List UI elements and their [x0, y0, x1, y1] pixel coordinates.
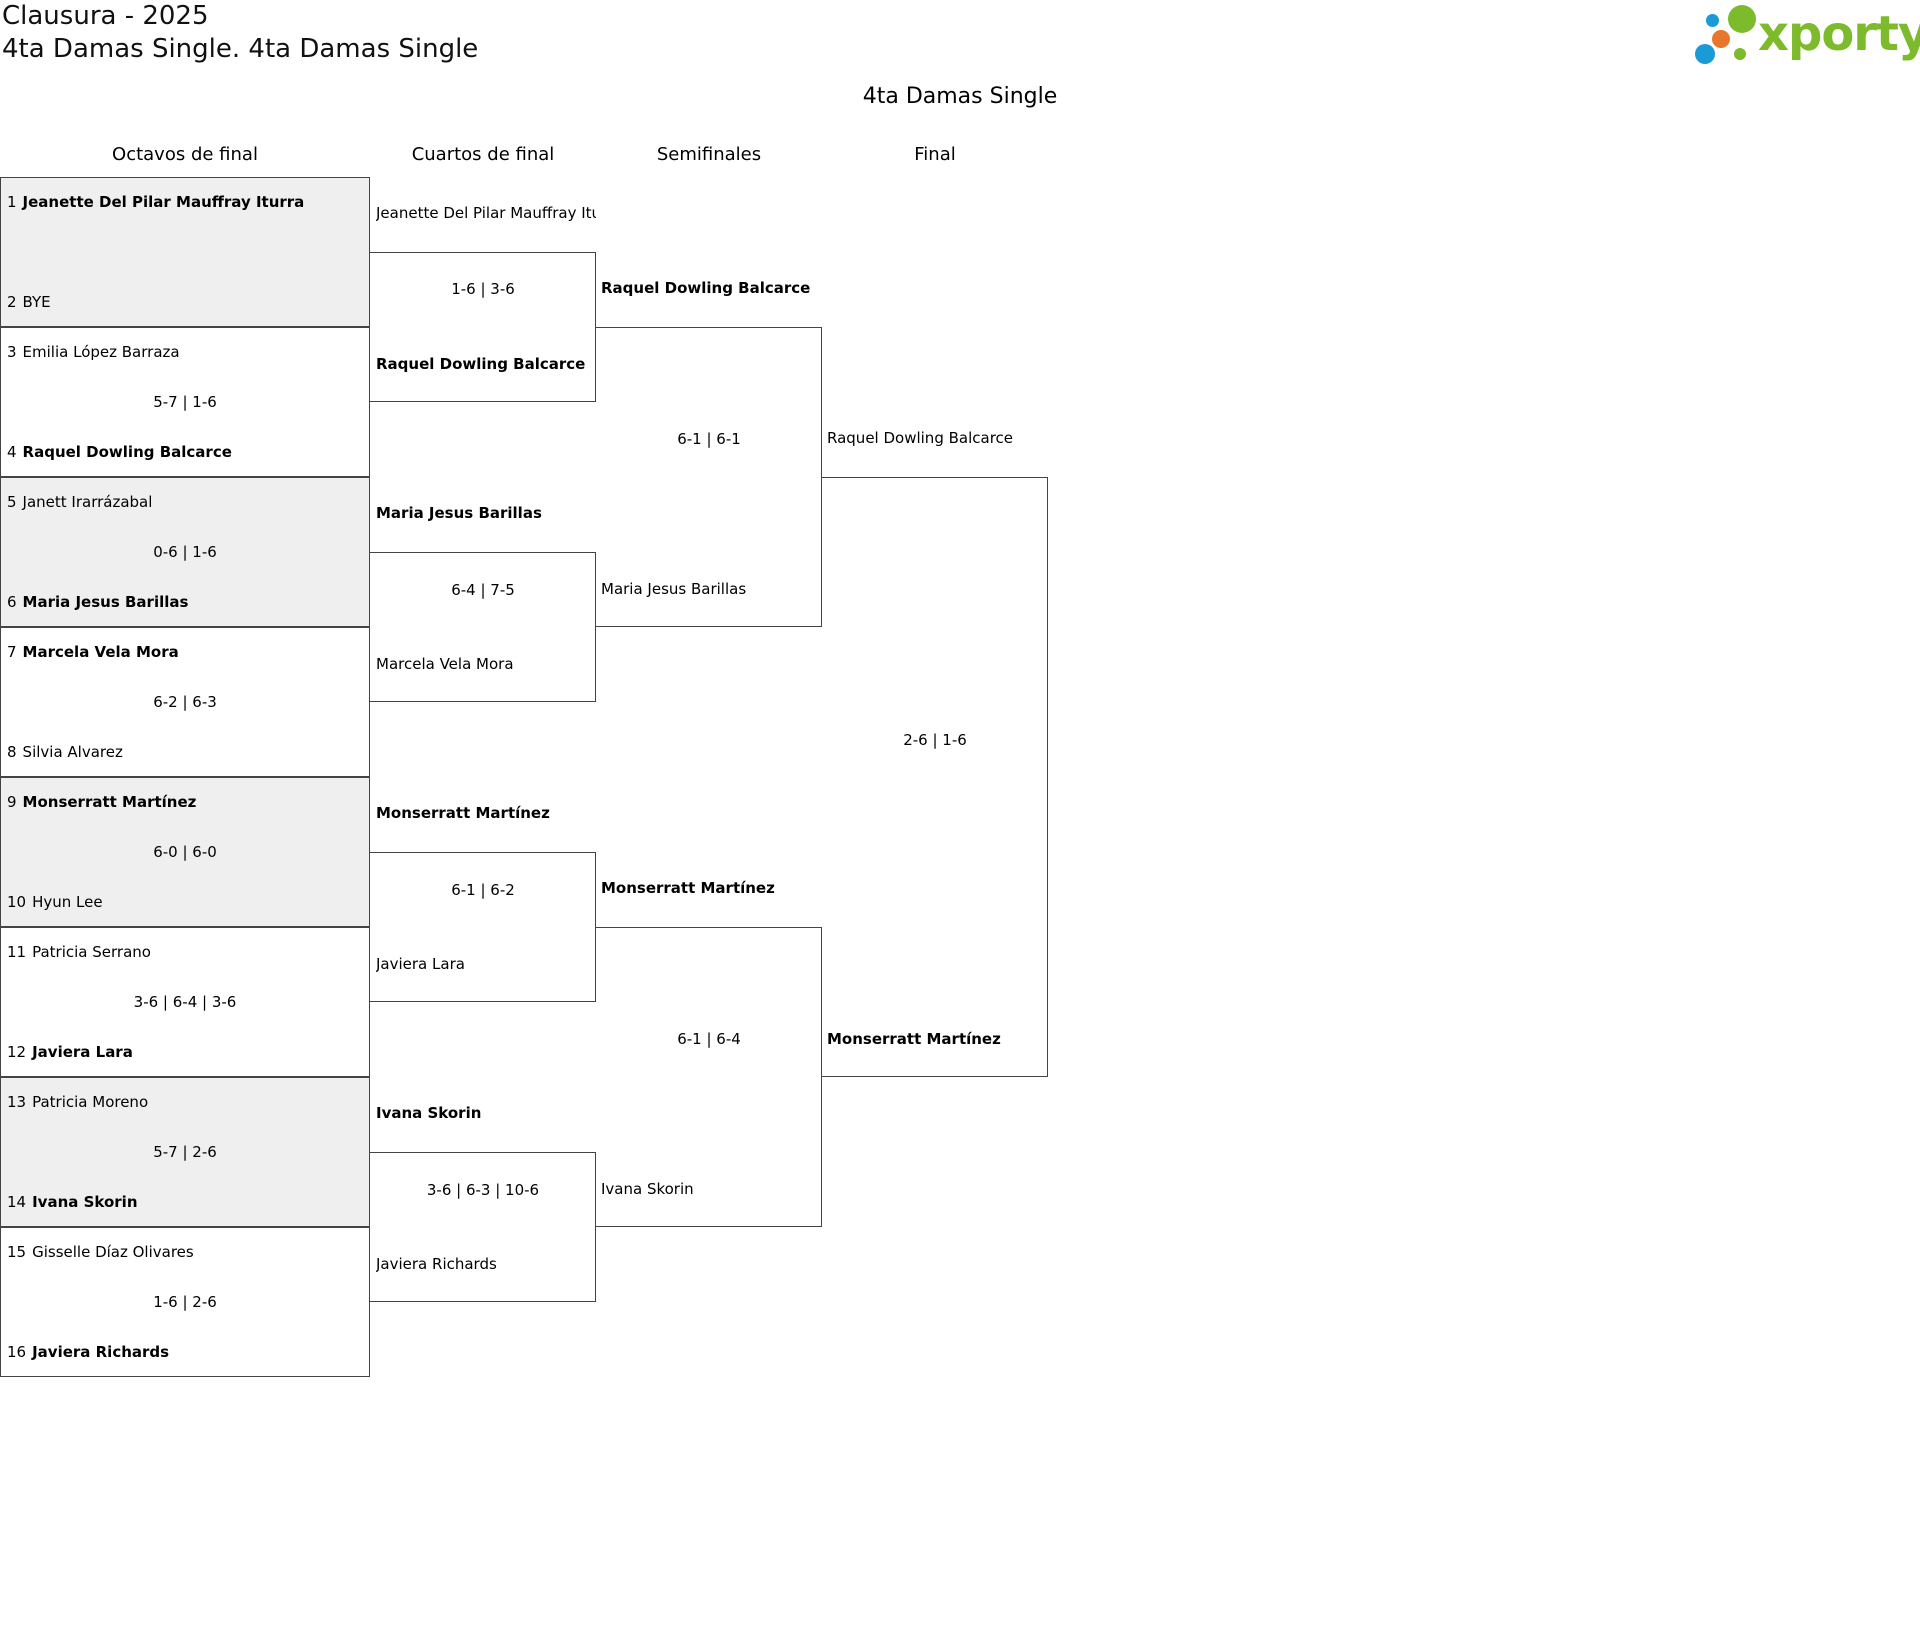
logo-dot-blue-small — [1706, 14, 1719, 27]
logo-wordmark: xporty — [1758, 6, 1920, 62]
match-r3-1[interactable] — [596, 327, 822, 627]
tournament-title: Clausura - 2025 — [2, 1, 209, 31]
r2-4-bottom-player: Javiera Richards — [376, 1255, 497, 1273]
r2-1-score: 1-6 | 3-6 — [451, 280, 515, 298]
r2-3-top-player: Monserratt Martínez — [376, 804, 550, 822]
match-score: 6-0 | 6-0 — [153, 843, 217, 861]
r3-1-bottom-player: Maria Jesus Barillas — [601, 580, 747, 598]
r2-1-bottom-player: Raquel Dowling Balcarce — [376, 355, 586, 373]
r3-2-score: 6-1 | 6-4 — [677, 1030, 741, 1048]
r2-4-top-player: Ivana Skorin — [376, 1104, 482, 1122]
round-title-octavos: Octavos de final — [112, 144, 258, 165]
r3-1-top-player: Raquel Dowling Balcarce — [601, 279, 811, 297]
match-final[interactable] — [822, 477, 1048, 1077]
r2-3-score: 6-1 | 6-2 — [451, 881, 515, 899]
match-score: 0-6 | 1-6 — [153, 543, 217, 561]
round-title-cuartos: Cuartos de final — [411, 144, 555, 165]
match-r3-2[interactable] — [596, 927, 822, 1227]
final-score: 2-6 | 1-6 — [903, 731, 967, 749]
r2-2-score: 6-4 | 7-5 — [451, 581, 515, 599]
match-score: 5-7 | 2-6 — [153, 1143, 217, 1161]
match-r2-3[interactable] — [370, 852, 596, 1002]
r3-2-bottom-player: Ivana Skorin — [601, 1180, 694, 1198]
r2-3-bottom-player: Javiera Lara — [376, 955, 465, 973]
category-title: 4ta Damas Single. 4ta Damas Single — [2, 34, 479, 64]
logo-dot-blue-large — [1695, 44, 1715, 64]
logo-dot-orange — [1712, 30, 1730, 48]
r2-1-top-player: Jeanette Del Pilar Mauffray Iturra — [376, 204, 596, 222]
match-score: 5-7 | 1-6 — [153, 393, 217, 411]
r2-2-top-player: Maria Jesus Barillas — [376, 504, 542, 522]
match-score: 1-6 | 2-6 — [153, 1293, 217, 1311]
match-score: 3-6 | 6-4 | 3-6 — [133, 993, 237, 1011]
final-bottom-player: Monserratt Martínez — [827, 1030, 1001, 1048]
match-r2-2[interactable] — [370, 552, 596, 702]
match-score: 6-2 | 6-3 — [153, 693, 217, 711]
r3-2-top-player: Monserratt Martínez — [601, 879, 775, 897]
r3-1-score: 6-1 | 6-1 — [677, 430, 741, 448]
bracket-title: 4ta Damas Single — [862, 84, 1058, 109]
match-r2-4[interactable] — [370, 1152, 596, 1302]
round-title-final: Final — [914, 144, 956, 165]
logo-dot-green-small — [1734, 48, 1746, 60]
r2-4-score: 3-6 | 6-3 | 10-6 — [426, 1181, 540, 1199]
match-r2-1[interactable] — [370, 252, 596, 402]
r2-2-bottom-player: Marcela Vela Mora — [376, 655, 514, 673]
round-title-semifinales: Semifinales — [656, 144, 762, 165]
final-top-player: Raquel Dowling Balcarce — [827, 429, 1014, 447]
logo-dot-green — [1728, 5, 1756, 33]
xporty-logo: xporty — [1690, 0, 1920, 80]
